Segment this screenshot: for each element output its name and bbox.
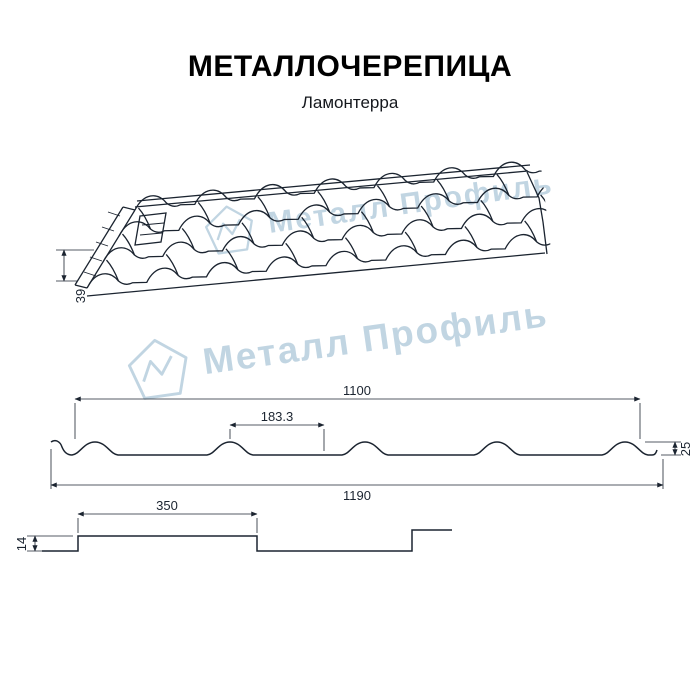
perspective-view-drawing: 39: [56, 158, 552, 303]
header: МЕТАЛЛОЧЕРЕПИЦА Ламонтерра: [0, 50, 700, 113]
metall-profil-logo-icon: [204, 205, 253, 255]
dim-label-1100: 1100: [343, 385, 371, 398]
dim-label-1190: 1190: [343, 488, 371, 503]
watermark: Металл Профиль: [202, 159, 557, 257]
page-subtitle: Ламонтерра: [301, 93, 399, 112]
dim-label-39: 39: [73, 289, 88, 303]
dim-label-183-3: 183.3: [261, 409, 294, 424]
dim-label-25: 25: [678, 442, 693, 456]
cross-section-drawing: 1100 183.3 25 1190: [50, 385, 693, 503]
watermark: Металл Профиль: [124, 283, 553, 403]
dim-label-350: 350: [156, 500, 178, 513]
dim-label-14: 14: [15, 537, 29, 551]
page-title: МЕТАЛЛОЧЕРЕПИЦА: [187, 50, 513, 83]
module-profile-drawing: 14 350: [15, 500, 452, 552]
metall-profil-logo-icon: [127, 338, 188, 400]
